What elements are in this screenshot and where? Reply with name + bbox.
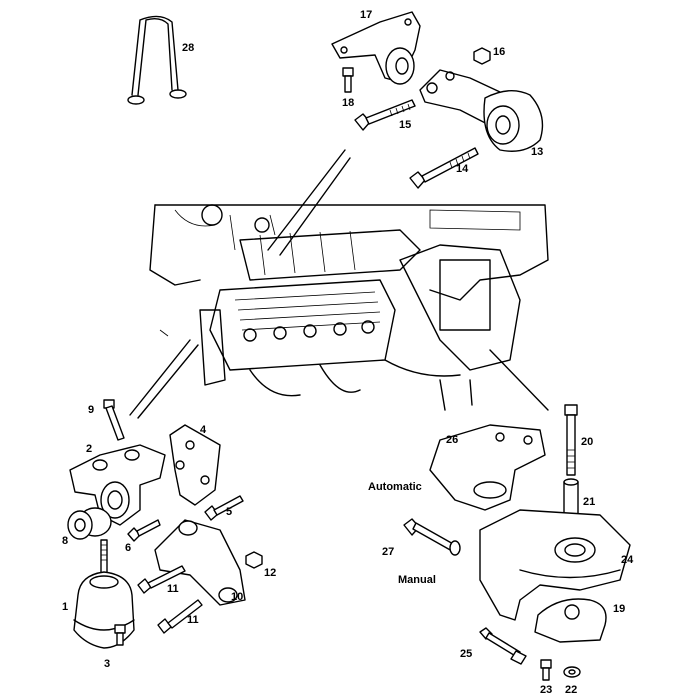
callout-21: 21 bbox=[583, 496, 596, 508]
callout-13: 13 bbox=[531, 146, 544, 158]
callout-26: 26 bbox=[446, 434, 459, 446]
part-17-bracket bbox=[331, 11, 421, 85]
part-11-bolt-b bbox=[157, 599, 203, 634]
callout-22: 22 bbox=[565, 684, 578, 696]
callout-28: 28 bbox=[182, 42, 195, 54]
part-16-nut bbox=[473, 47, 491, 65]
callout-1: 1 bbox=[62, 601, 69, 613]
part-8-bush bbox=[67, 507, 112, 540]
leader-top bbox=[267, 149, 351, 256]
callout-27: 27 bbox=[382, 546, 395, 558]
part-21-sleeve bbox=[563, 478, 579, 523]
part-13-link bbox=[419, 69, 544, 152]
variant-label-automatic: Automatic bbox=[368, 481, 422, 493]
callout-14: 14 bbox=[456, 163, 469, 175]
part-6-bolt bbox=[127, 519, 161, 542]
part-18-bolt bbox=[342, 67, 354, 93]
part-2-mount-body bbox=[69, 444, 166, 526]
part-9-bolt bbox=[103, 399, 125, 441]
leader-right bbox=[489, 349, 549, 411]
callout-11-lower: 11 bbox=[187, 614, 199, 626]
part-24-mount bbox=[479, 509, 631, 621]
callout-3: 3 bbox=[104, 658, 111, 670]
part-4-bracket bbox=[169, 424, 221, 506]
callout-10: 10 bbox=[231, 591, 244, 603]
callout-16: 16 bbox=[493, 46, 506, 58]
part-23-bolt bbox=[540, 659, 552, 681]
part-15-bolt bbox=[354, 99, 416, 131]
callout-20: 20 bbox=[581, 436, 594, 448]
callout-8: 8 bbox=[62, 535, 69, 547]
callout-5: 5 bbox=[226, 506, 233, 518]
callout-18: 18 bbox=[342, 97, 355, 109]
part-5-bolt bbox=[204, 495, 244, 521]
callout-9: 9 bbox=[88, 404, 95, 416]
callout-19: 19 bbox=[613, 603, 626, 615]
part-11-bolt-a bbox=[137, 565, 186, 594]
part-28-clip bbox=[127, 15, 187, 105]
leader-left bbox=[129, 339, 199, 419]
part-27-bolt bbox=[403, 518, 461, 556]
part-22-washer bbox=[563, 666, 581, 678]
callout-25: 25 bbox=[460, 648, 473, 660]
engine-bay bbox=[149, 204, 549, 411]
callout-24: 24 bbox=[621, 554, 634, 566]
part-19-mount bbox=[534, 598, 607, 643]
part-25-bolt bbox=[479, 627, 527, 665]
callout-11-upper: 11 bbox=[167, 583, 179, 595]
part-20-bolt bbox=[564, 404, 578, 476]
part-12-nut bbox=[245, 551, 263, 569]
callout-15: 15 bbox=[399, 119, 412, 131]
callout-6: 6 bbox=[125, 542, 132, 554]
part-14-bolt bbox=[409, 147, 479, 189]
callout-17: 17 bbox=[360, 9, 373, 21]
callout-23: 23 bbox=[540, 684, 553, 696]
callout-12: 12 bbox=[264, 567, 277, 579]
callout-4: 4 bbox=[200, 424, 207, 436]
part-26-bracket bbox=[429, 424, 546, 511]
part-3-bolt bbox=[114, 624, 126, 646]
variant-label-manual: Manual bbox=[398, 574, 436, 586]
callout-2: 2 bbox=[86, 443, 93, 455]
